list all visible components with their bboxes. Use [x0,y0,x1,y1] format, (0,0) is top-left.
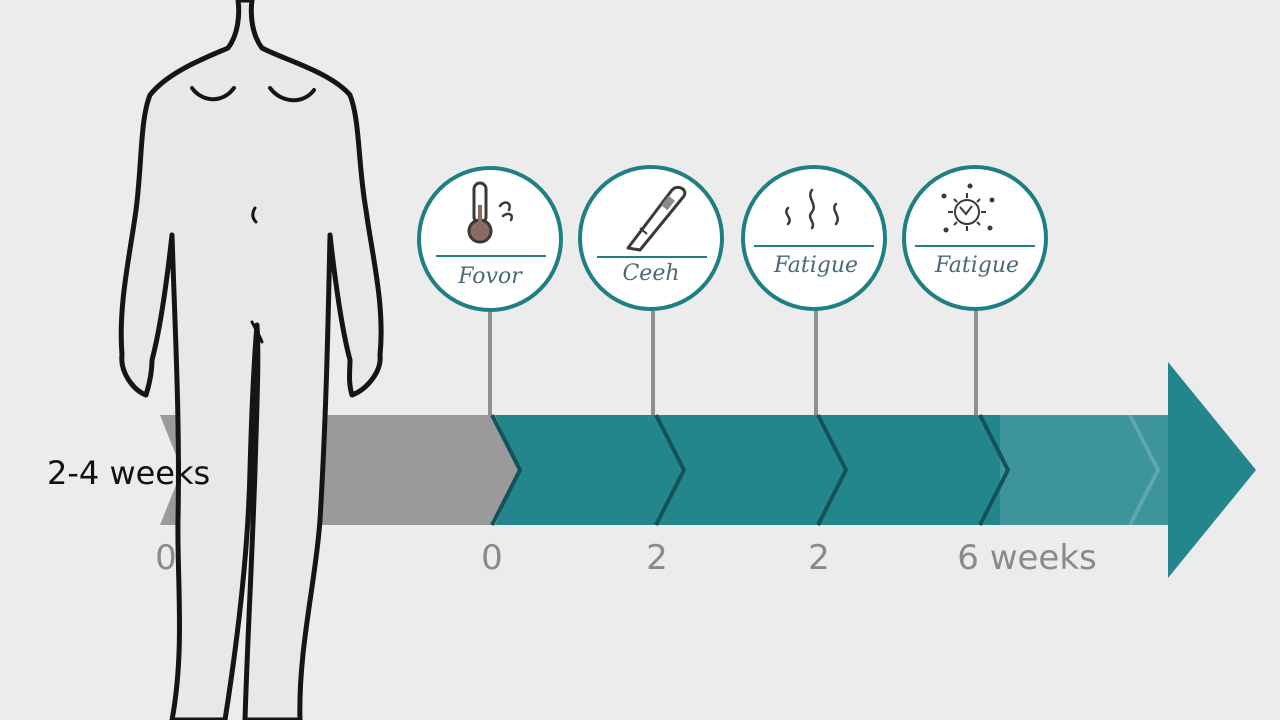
symptom-circle-1 [417,166,563,312]
symptom-marker-4: Fatigue [902,165,1048,415]
figure-navel [251,206,258,224]
timeline-arrow [495,362,1256,578]
tick-label-5: 6 weeks [957,538,1097,578]
arrow-fade-overlay [1000,415,1168,525]
chevron-divider-5 [1128,414,1161,526]
tick-label-3: 2 [646,538,668,578]
figure-chest-left [190,86,236,102]
symptom-label-3: Fatigue [773,253,858,278]
chevron-divider-2 [654,414,687,526]
thermometer-icon [467,181,513,244]
tick-label-1: 0 [155,538,177,578]
symptom-circle-3 [741,165,887,311]
chevron-divider-4 [978,414,1011,526]
human-figure [118,0,384,720]
symptom-markers: Fovor Ceeh Fatigue [417,165,1048,415]
digital-thermometer-icon [626,185,687,252]
symptom-label-2: Ceeh [622,261,679,286]
tick-label-2: 0 [481,538,503,578]
virus-icon [941,183,995,233]
range-label: 2-4 weeks [47,454,210,492]
tick-label-4: 2 [808,538,830,578]
symptom-circle-4 [902,165,1048,311]
figure-body-outline [118,0,384,720]
chevron-divider-3 [816,414,849,526]
symptom-marker-1: Fovor [417,166,563,415]
symptom-marker-2: Ceeh [578,165,724,415]
figure-chest-right [268,86,316,103]
chevron-divider-1 [490,414,523,526]
tick-labels: 0 0 2 2 6 weeks [155,538,1097,578]
symptom-marker-3: Fatigue [741,165,887,415]
symptom-label-4: Fatigue [934,253,1019,278]
figure-crotch [250,320,264,344]
squiggle-lines-icon [785,188,839,230]
symptom-label-1: Fovor [457,264,523,289]
